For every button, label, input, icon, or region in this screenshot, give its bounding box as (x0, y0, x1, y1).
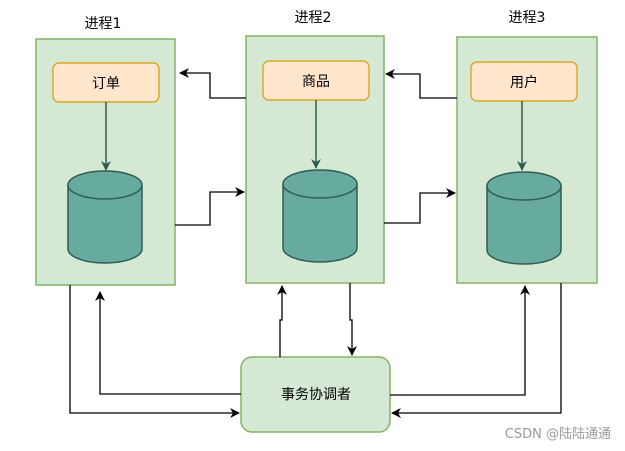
process-1: 进程1 订单 (35, 16, 176, 286)
coordinator-label: 事务协调者 (281, 387, 351, 403)
arrow-p2-to-p1 (179, 68, 246, 99)
arrow-coordinator-to-p1 (95, 291, 241, 395)
database-1-icon (67, 170, 143, 264)
process-3-module-label: 用户 (510, 74, 538, 91)
arrow-p1-to-coordinator (69, 285, 240, 418)
process-3-module-box (470, 61, 578, 102)
process-2: 进程2 商品 (245, 10, 385, 284)
watermark: CSDN @陆陆通通 (505, 426, 611, 442)
process-2-module-label: 商品 (302, 74, 330, 90)
process-3: 进程3 用户 (456, 10, 598, 284)
database-2-icon (282, 169, 358, 263)
arrow-p1-to-p2 (175, 187, 245, 226)
arrow-p3-to-coordinator (391, 283, 562, 418)
arrow-coordinator-to-p3 (390, 285, 530, 396)
arrow-p2-to-p3 (384, 188, 456, 224)
process-2-title: 进程2 (295, 10, 332, 26)
arrow-p3-to-p2 (385, 69, 457, 99)
process-1-module-label: 订单 (92, 76, 120, 92)
database-3-icon (486, 171, 562, 265)
arrow-p2-to-coordinator (347, 283, 357, 356)
arrow-coordinator-to-p2 (277, 285, 287, 357)
process-3-title: 进程3 (509, 10, 546, 26)
process-1-title: 进程1 (85, 16, 122, 32)
